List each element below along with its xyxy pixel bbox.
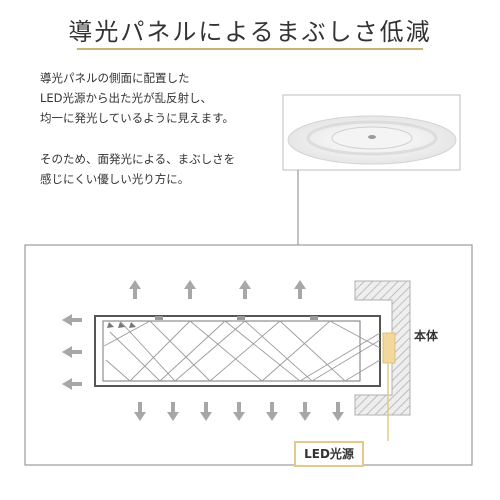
arrows-down [134, 402, 344, 421]
arrows-up [129, 280, 306, 299]
body-housing [354, 280, 411, 416]
ceiling-light-image [282, 94, 461, 171]
scatter-arrows [107, 322, 136, 328]
arrows-left [62, 314, 82, 390]
reflection-lines [103, 320, 381, 382]
light-guide-panel [94, 315, 381, 387]
lamp-ring [306, 120, 438, 156]
body-label: 本体 [414, 329, 439, 343]
title-underline [77, 48, 423, 50]
description-paragraph-1: 導光パネルの側面に配置した LED光源から出た光が乱反射し、 均一に発光している… [40, 68, 234, 128]
panel-inner [102, 320, 361, 382]
description-line: 感じにくい優しい光り方に。 [40, 172, 190, 186]
led-source [382, 332, 396, 364]
lamp-sensor [368, 135, 376, 139]
description-line: LED光源から出た光が乱反射し、 [40, 91, 213, 105]
description-line: 均一に発光しているように見えます。 [40, 111, 235, 125]
description-line: そのため、面発光による、まぶしさを [40, 152, 236, 166]
panel-dot [237, 316, 245, 320]
panel-dot [155, 316, 163, 320]
led-source-label: LED光源 [294, 441, 364, 467]
description-paragraph-2: そのため、面発光による、まぶしさを 感じにくい優しい光り方に。 [40, 149, 235, 189]
panel-dot [310, 316, 318, 320]
description-line: 導光パネルの側面に配置した [40, 71, 190, 85]
page-title: 導光パネルによるまぶしさ低減 [68, 18, 432, 46]
